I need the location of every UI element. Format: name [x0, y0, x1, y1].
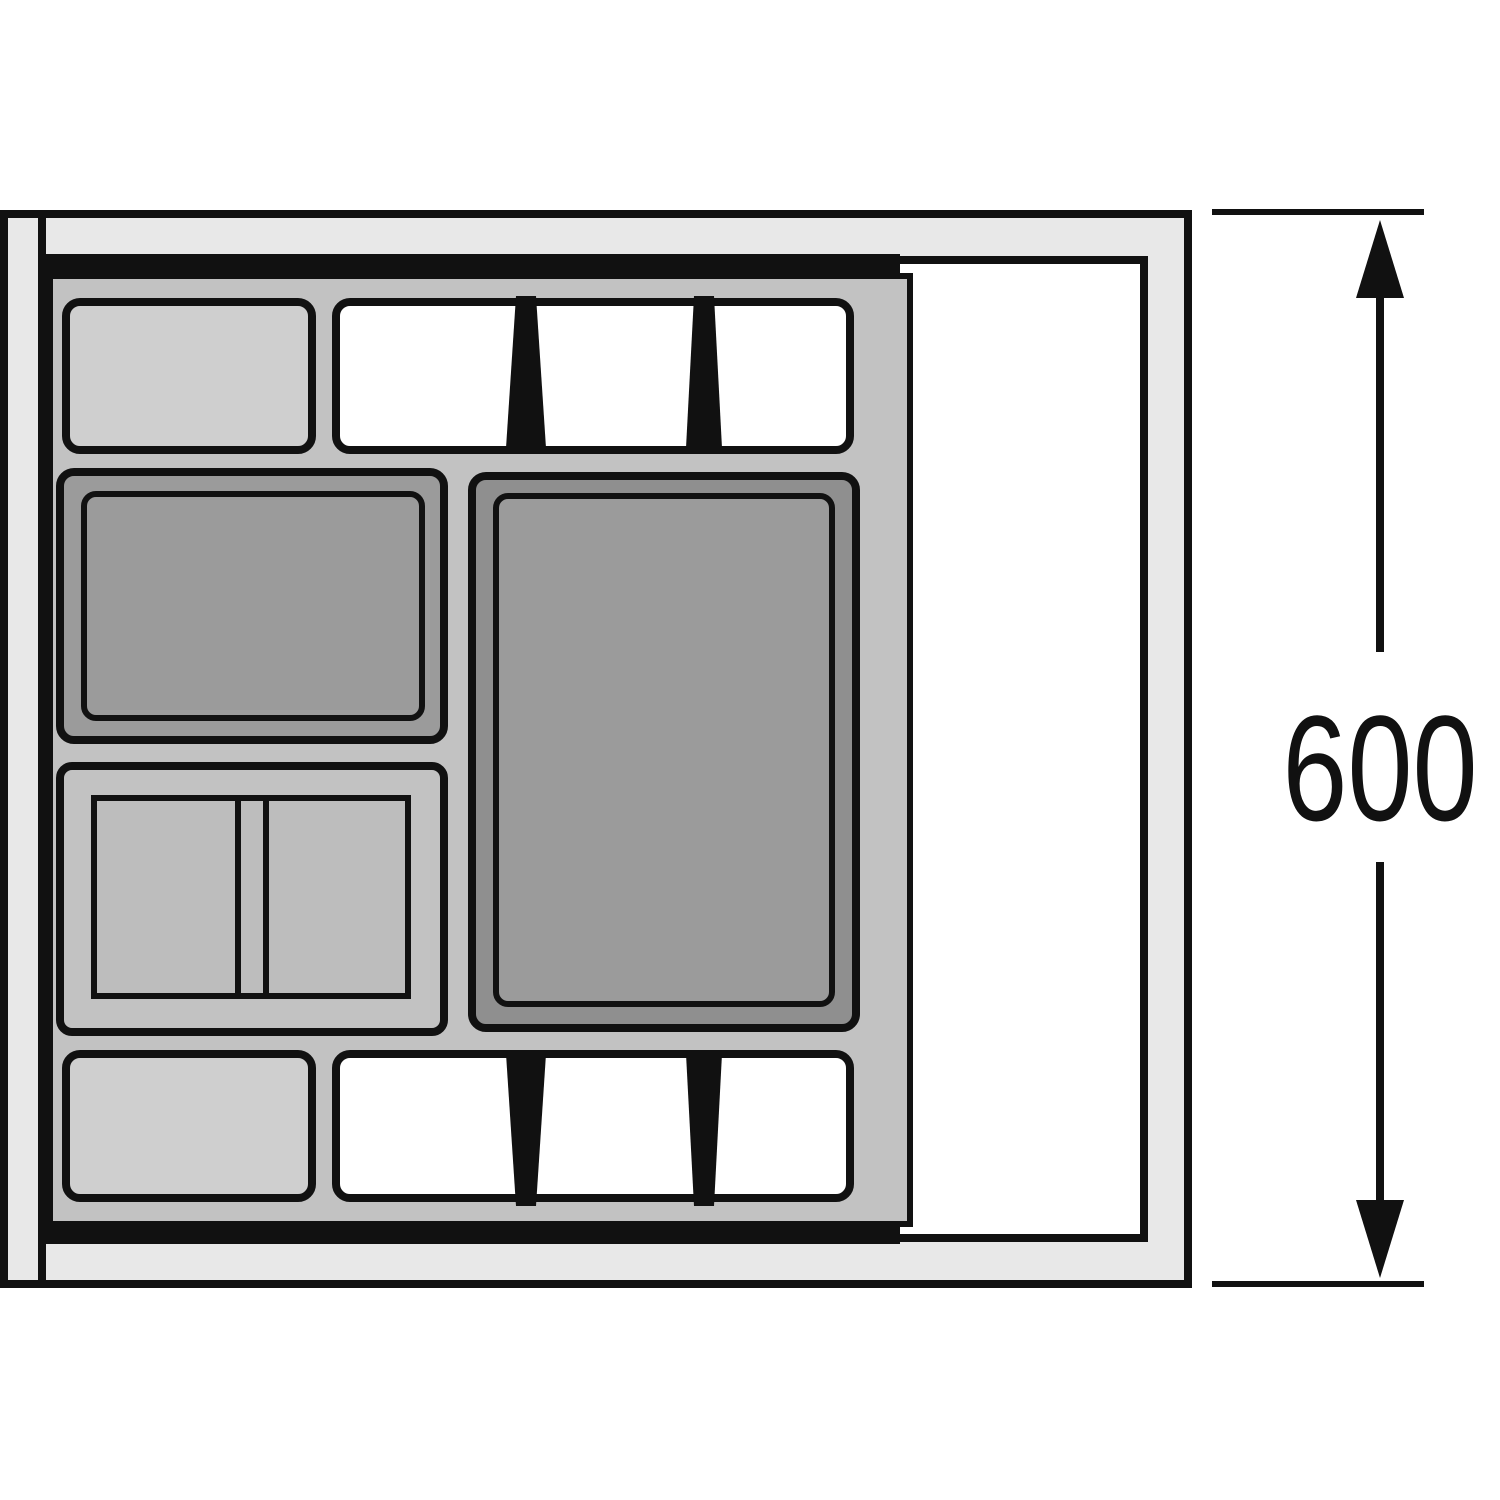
arrow-up-icon: [1356, 220, 1404, 298]
bottom-left-bin: [62, 1050, 316, 1202]
bottom-divider-1: [506, 1054, 546, 1206]
top-left-bin: [62, 298, 316, 454]
bottom-row-bins: [62, 1050, 854, 1206]
top-divider-2: [686, 296, 722, 448]
drawer-runners: [44, 254, 900, 1244]
dimension-marker: 600: [1212, 209, 1478, 1287]
bottom-divider-2: [686, 1054, 722, 1206]
bottom-cutlery-insert: [332, 1050, 854, 1202]
arrow-down-icon: [1356, 1200, 1404, 1278]
middle-left-upper-bin: [56, 468, 448, 744]
top-cutlery-insert: [332, 298, 854, 454]
top-divider-1: [506, 296, 546, 448]
middle-left-lower-bin: [56, 762, 448, 1036]
top-row-bins: [62, 296, 854, 454]
dimension-label: 600: [1282, 684, 1477, 852]
large-right-bin: [468, 472, 860, 1032]
